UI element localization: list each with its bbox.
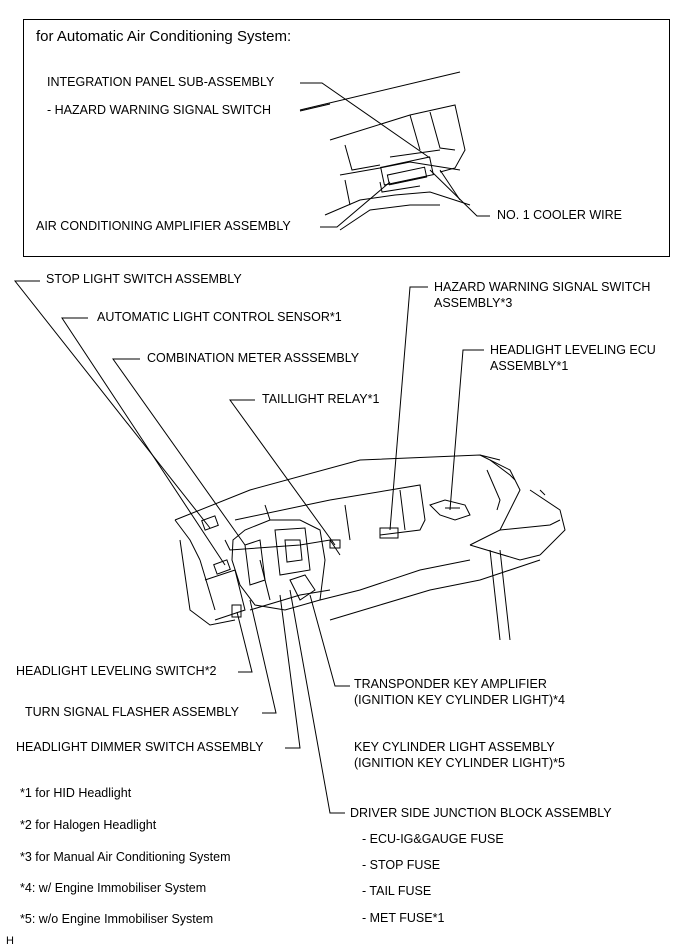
label-hazard-assembly-line2: ASSEMBLY*3 xyxy=(434,296,513,310)
label-leveling-switch: HEADLIGHT LEVELING SWITCH*2 xyxy=(16,664,217,678)
leader-stop-light xyxy=(13,280,211,529)
main-dashboard-drawing xyxy=(174,454,566,641)
leader-hazard-switch xyxy=(299,103,331,112)
label-combination-meter: COMBINATION METER ASSSEMBLY xyxy=(147,351,360,365)
label-cooler-wire: NO. 1 COOLER WIRE xyxy=(497,208,623,222)
label-leveling-ecu-line2: ASSEMBLY*1 xyxy=(490,359,569,373)
leader-integration-panel xyxy=(300,82,431,159)
label-key-cylinder-line1: KEY CYLINDER LIGHT ASSEMBLY xyxy=(354,740,555,754)
leader-auto-light-sensor xyxy=(61,317,226,566)
inset-title: for Automatic Air Conditioning System: xyxy=(36,28,292,45)
inset-dashboard-drawing xyxy=(299,71,471,231)
inset-box xyxy=(23,19,670,257)
leader-turn-flasher xyxy=(249,599,277,714)
figure-code: H xyxy=(6,935,14,947)
label-ac-amplifier: AIR CONDITIONING AMPLIFIER ASSEMBLY xyxy=(36,219,291,233)
label-integration-panel: INTEGRATION PANEL SUB-ASSEMBLY xyxy=(47,75,275,89)
leader-transponder xyxy=(309,594,350,687)
note-5: *5: w/o Engine Immobiliser System xyxy=(20,912,214,926)
leader-junction-block xyxy=(289,589,345,814)
label-transponder-line2: (IGNITION KEY CYLINDER LIGHT)*4 xyxy=(354,693,565,707)
label-transponder-line1: TRANSPONDER KEY AMPLIFIER xyxy=(354,677,547,691)
label-fuse-stop: - STOP FUSE xyxy=(362,858,441,872)
label-hazard-assembly-line1: HAZARD WARNING SIGNAL SWITCH xyxy=(434,280,651,294)
leader-leveling-switch xyxy=(236,611,253,673)
label-fuse-met: - MET FUSE*1 xyxy=(362,911,445,925)
leader-hazard-assembly xyxy=(389,286,428,531)
note-3: *3 for Manual Air Conditioning System xyxy=(20,850,231,864)
label-hazard-warning-switch: - HAZARD WARNING SIGNAL SWITCH xyxy=(47,103,272,117)
label-key-cylinder-line2: (IGNITION KEY CYLINDER LIGHT)*5 xyxy=(354,756,565,770)
leader-leveling-ecu xyxy=(449,349,484,511)
leader-cooler-wire xyxy=(429,169,490,217)
note-1: *1 for HID Headlight xyxy=(20,786,132,800)
label-fuse-tail: - TAIL FUSE xyxy=(362,884,432,898)
label-fuse-ecu-ig-gauge: - ECU-IG&GAUGE FUSE xyxy=(362,832,504,846)
label-dimmer-switch: HEADLIGHT DIMMER SWITCH ASSEMBLY xyxy=(16,740,264,754)
leader-dimmer-switch xyxy=(279,594,301,749)
label-junction-block: DRIVER SIDE JUNCTION BLOCK ASSEMBLY xyxy=(350,806,612,820)
leader-ac-amplifier xyxy=(320,181,391,228)
leader-taillight-relay xyxy=(229,399,336,546)
label-turn-flasher: TURN SIGNAL FLASHER ASSEMBLY xyxy=(25,705,239,719)
note-2: *2 for Halogen Headlight xyxy=(20,818,157,832)
label-stop-light-switch: STOP LIGHT SWITCH ASSEMBLY xyxy=(46,272,242,286)
leader-combination-meter xyxy=(112,358,246,546)
label-auto-light-sensor: AUTOMATIC LIGHT CONTROL SENSOR*1 xyxy=(97,310,342,324)
label-taillight-relay: TAILLIGHT RELAY*1 xyxy=(262,392,380,406)
label-leveling-ecu-line1: HEADLIGHT LEVELING ECU xyxy=(490,343,656,357)
note-4: *4: w/ Engine Immobiliser System xyxy=(20,881,207,895)
